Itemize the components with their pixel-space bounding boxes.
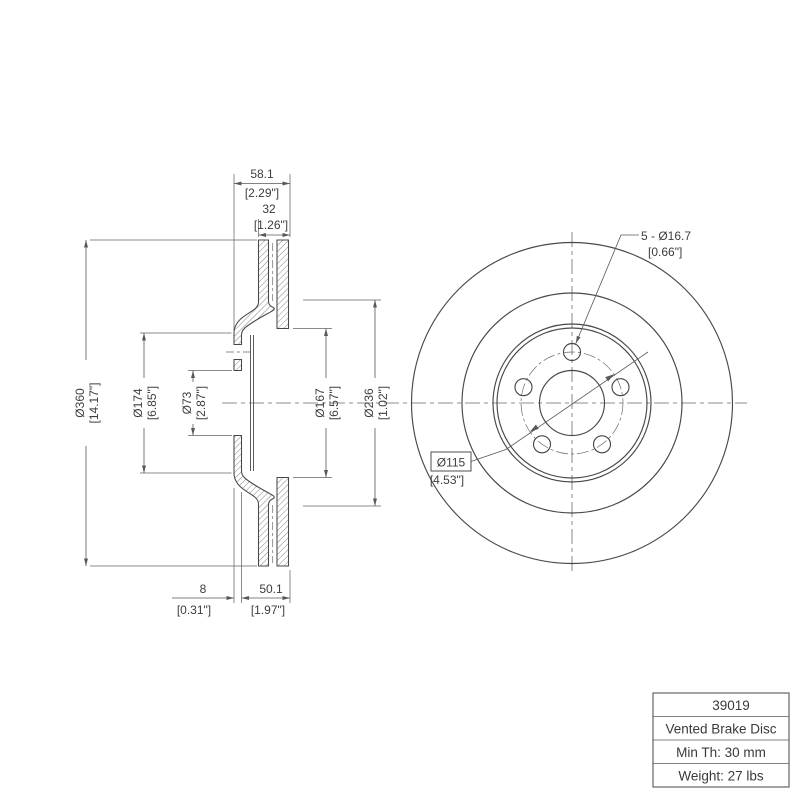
dim-outer-diameter-mm: Ø360 [73,388,87,418]
bolt-hole [514,378,533,397]
dim-inner-friction-dia-in: [6.57"] [327,386,341,420]
dim-outer-diameter-in: [14.17"] [87,383,101,424]
bolt-hole [562,342,582,362]
bolt-hole [611,378,630,397]
dim-bolt-holes-label: 5 - Ø16.7 [641,229,691,243]
weight: Weight: 27 lbs [678,769,764,784]
bolt-circle-centerline [520,351,624,455]
dim-inner-friction-dia-mm: Ø167 [313,388,327,418]
front-view: 5 - Ø16.7 [0.66"] Ø115 [4.53"] [410,229,734,574]
center-bore-circle [538,369,606,437]
title-block: 39019 Vented Brake Disc Min Th: 30 mm We… [652,692,790,788]
part-number: 39019 [712,698,750,713]
dim-hat-depth-mm: 50.1 [259,582,283,596]
outboard-plate-and-hat-top [233,239,275,346]
dim-hat-depth-in: [1.97"] [251,603,285,617]
friction-inner-circle [461,292,683,514]
dim-total-width-mm: 58.1 [250,167,274,181]
dim-hat-diameter-in: [6.85"] [145,386,159,420]
bolt-holes-leader [575,234,639,344]
dim-vent-root-dia-mm: Ø236 [362,388,376,418]
dimension-lines [84,181,377,600]
dim-disc-thickness-in: [1.26"] [254,218,288,232]
section-view: 58.1 [2.29"] 32 [1.26"] Ø360 [14.17"] Ø1… [73,167,390,617]
bolt-hole [592,435,612,454]
outboard-plate-and-hat-bottom [233,434,275,567]
dim-vent-root-dia-in: [1.02"] [376,386,390,420]
bolt-circle-basic-dim-box [430,451,472,472]
bolt-holes [514,342,630,454]
dim-hat-face-thickness-in: [0.31"] [177,603,211,617]
bolt-circle-arrow-left [529,424,539,432]
dim-bolt-circle-label: Ø115 [437,456,466,470]
inboard-plate-bottom [276,476,290,567]
dim-bolt-circle-in: [4.53"] [430,473,464,487]
extension-lines [90,174,381,603]
dim-disc-thickness-mm: 32 [262,202,276,216]
hat-step-circle [496,327,648,479]
min-thickness: Min Th: 30 mm [676,745,766,760]
bolt-circle-dim-line [505,351,649,450]
bolt-circle-arrow-right [605,374,615,382]
dim-center-bore-mm: Ø73 [180,391,194,414]
outer-diameter-circle [410,241,734,565]
product-name: Vented Brake Disc [665,722,776,737]
dim-hat-diameter-mm: Ø174 [131,388,145,418]
hat-face-segment [233,358,243,372]
dim-center-bore-in: [2.87"] [194,386,208,420]
inboard-plate-top [276,239,290,330]
bolt-circle-leader [470,449,507,462]
dim-hat-face-thickness-mm: 8 [200,582,207,596]
hat-outer-circle [492,323,652,483]
dim-total-width-in: [2.29"] [245,186,279,200]
bolt-hole [532,435,552,454]
dim-bolt-holes-in: [0.66"] [648,245,682,259]
